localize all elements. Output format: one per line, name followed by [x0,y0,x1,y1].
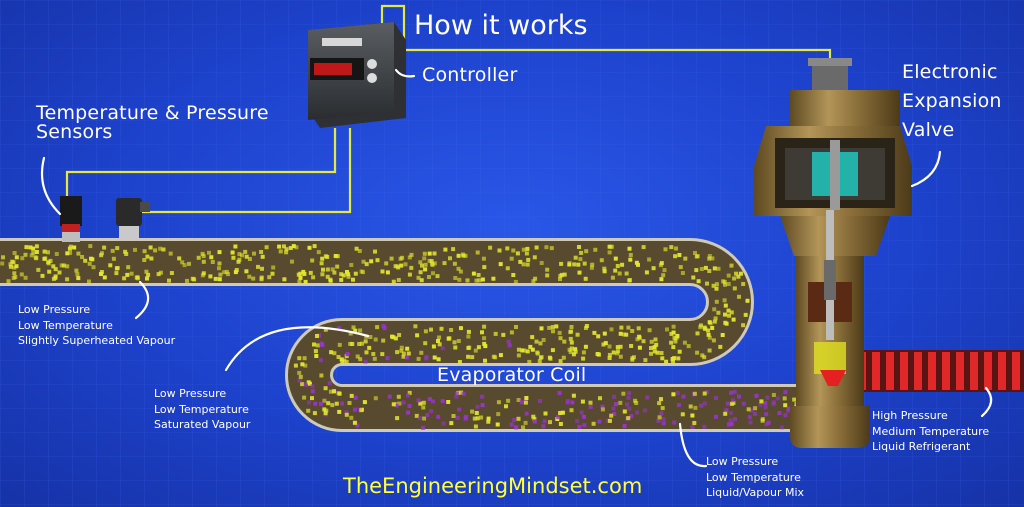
brand-watermark: TheEngineeringMindset.com [343,474,643,498]
diagram-title: How it works [414,10,588,41]
expansion-valve-icon [754,58,912,448]
callout-lines [40,68,993,468]
controller-unit-icon [308,22,406,128]
evaporator-coil-pipe [0,238,820,432]
controller-label: Controller [422,64,518,86]
refrigerant-particles [0,244,822,430]
coil-label: Evaporator Coil [437,364,587,386]
pressure-sensor-icon [60,196,150,242]
liquid-line [838,350,1024,392]
